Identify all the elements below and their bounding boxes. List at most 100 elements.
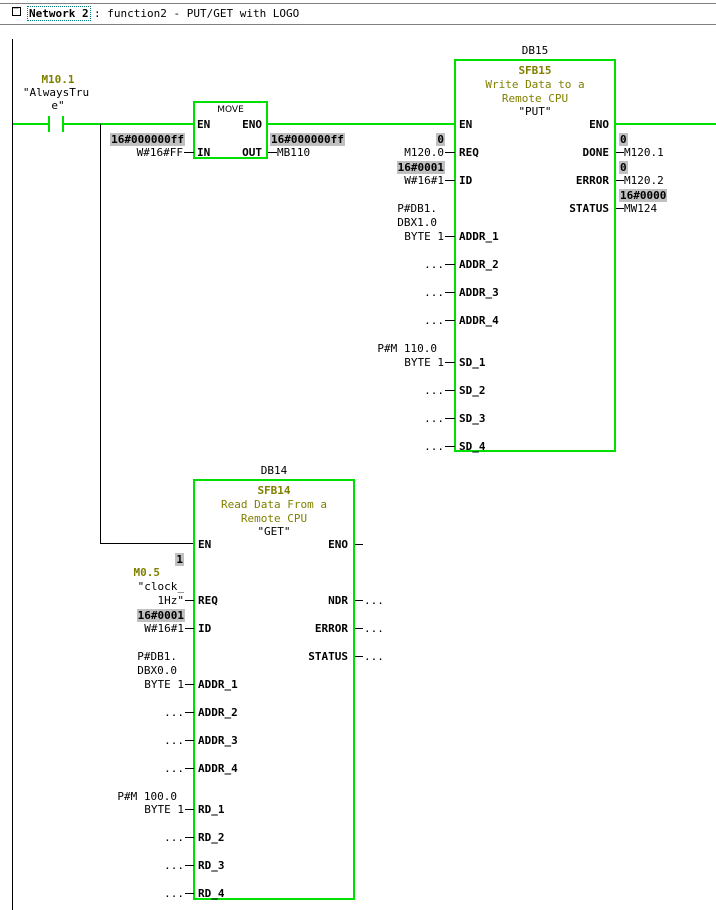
put-addr1-operand-cont[interactable]: DBX1.0 xyxy=(397,216,437,229)
get-error-operand[interactable]: ... xyxy=(364,622,384,635)
get-req-value: 1 xyxy=(175,553,184,566)
get-rd1-operand[interactable]: P#M 100.0 xyxy=(117,790,177,803)
put-eno-pin[interactable]: ENO xyxy=(589,118,609,131)
get-description: Read Data From a xyxy=(221,498,327,511)
get-ndr-pin[interactable]: NDR xyxy=(328,594,348,607)
put-status-pin[interactable]: STATUS xyxy=(569,202,609,215)
put-error-pin[interactable]: ERROR xyxy=(575,174,609,187)
move-eno-pin[interactable]: ENO xyxy=(242,118,262,131)
get-addr2-pin[interactable]: ADDR_2 xyxy=(198,706,238,719)
put-instance-db[interactable]: DB15 xyxy=(521,44,549,57)
put-sd1-operand[interactable]: P#M 110.0 xyxy=(377,342,437,355)
minus-icon: − xyxy=(13,3,20,14)
put-sd4-pin[interactable]: SD_4 xyxy=(459,440,486,453)
put-addr4-pin[interactable]: ADDR_4 xyxy=(459,314,499,327)
get-rd1-pin[interactable]: RD_1 xyxy=(198,803,225,816)
move-out-pin[interactable]: OUT xyxy=(242,146,262,159)
move-out-operand[interactable]: MB110 xyxy=(277,146,311,159)
contact-symbol-cont: e" xyxy=(51,99,65,112)
get-addr4-operand[interactable]: ... xyxy=(164,762,184,775)
put-sd1-operand-len[interactable]: BYTE 1 xyxy=(404,356,444,369)
put-description-cont: Remote CPU xyxy=(501,92,569,105)
get-req-address[interactable]: M0.5 xyxy=(133,566,161,579)
put-status-operand[interactable]: MW124 xyxy=(624,202,658,215)
get-addr1-operand-len[interactable]: BYTE 1 xyxy=(144,678,184,691)
get-error-pin[interactable]: ERROR xyxy=(314,622,348,635)
put-sd1-pin[interactable]: SD_1 xyxy=(459,356,486,369)
move-out-value: 16#000000ff xyxy=(270,133,345,146)
put-sd2-operand[interactable]: ... xyxy=(424,384,444,397)
get-addr3-pin[interactable]: ADDR_3 xyxy=(198,734,238,747)
put-id-operand[interactable]: W#16#1 xyxy=(404,174,444,187)
get-status-pin[interactable]: STATUS xyxy=(308,650,348,663)
get-symbol: "GET" xyxy=(257,525,291,538)
put-done-value: 0 xyxy=(619,133,628,146)
get-eno-pin[interactable]: ENO xyxy=(328,538,348,551)
get-addr1-operand[interactable]: P#DB1. xyxy=(137,650,177,663)
get-req-pin[interactable]: REQ xyxy=(198,594,218,607)
put-sfb-number: SFB15 xyxy=(518,64,552,77)
get-req-symbol-cont[interactable]: 1Hz" xyxy=(157,594,185,607)
put-req-pin[interactable]: REQ xyxy=(459,146,479,159)
get-addr4-pin[interactable]: ADDR_4 xyxy=(198,762,238,775)
get-block[interactable] xyxy=(193,479,355,900)
get-addr1-pin[interactable]: ADDR_1 xyxy=(198,678,238,691)
get-rd2-operand[interactable]: ... xyxy=(164,831,184,844)
put-addr4-operand[interactable]: ... xyxy=(424,314,444,327)
get-rd3-operand[interactable]: ... xyxy=(164,859,184,872)
get-rd4-operand[interactable]: ... xyxy=(164,887,184,900)
put-id-value: 16#0001 xyxy=(396,161,445,174)
get-req-symbol[interactable]: "clock_ xyxy=(137,580,184,593)
collapse-toggle[interactable] xyxy=(12,7,21,16)
put-addr1-pin[interactable]: ADDR_1 xyxy=(459,230,499,243)
get-instance-db[interactable]: DB14 xyxy=(260,464,288,477)
put-sd3-operand[interactable]: ... xyxy=(424,412,444,425)
move-en-pin[interactable]: EN xyxy=(197,118,211,131)
put-block[interactable] xyxy=(454,59,616,452)
get-sfb-number: SFB14 xyxy=(257,484,291,497)
get-rd3-pin[interactable]: RD_3 xyxy=(198,859,225,872)
put-sd2-pin[interactable]: SD_2 xyxy=(459,384,486,397)
get-addr1-operand-cont[interactable]: DBX0.0 xyxy=(137,664,177,677)
put-sd3-pin[interactable]: SD_3 xyxy=(459,412,486,425)
get-addr2-operand[interactable]: ... xyxy=(164,706,184,719)
put-done-pin[interactable]: DONE xyxy=(582,146,610,159)
contact-symbol: "AlwaysTru xyxy=(22,86,90,99)
network-label[interactable]: Network 2 xyxy=(27,6,91,21)
put-en-pin[interactable]: EN xyxy=(459,118,473,131)
get-id-operand[interactable]: W#16#1 xyxy=(144,622,184,635)
get-description-cont: Remote CPU xyxy=(240,512,308,525)
get-rd1-operand-len[interactable]: BYTE 1 xyxy=(144,803,184,816)
get-en-pin[interactable]: EN xyxy=(198,538,212,551)
move-in-value: 16#000000ff xyxy=(110,133,185,146)
put-id-pin[interactable]: ID xyxy=(459,174,473,187)
left-power-rail xyxy=(12,39,13,910)
put-req-value: 0 xyxy=(436,133,445,146)
put-addr3-pin[interactable]: ADDR_3 xyxy=(459,286,499,299)
get-rd4-pin[interactable]: RD_4 xyxy=(198,887,225,900)
put-addr3-operand[interactable]: ... xyxy=(424,286,444,299)
put-description: Write Data to a xyxy=(485,78,585,91)
contact-right-plate[interactable] xyxy=(62,116,64,132)
move-in-operand[interactable]: W#16#FF xyxy=(136,146,183,159)
get-id-value: 16#0001 xyxy=(136,609,185,622)
put-addr2-operand[interactable]: ... xyxy=(424,258,444,271)
get-addr3-operand[interactable]: ... xyxy=(164,734,184,747)
put-req-operand[interactable]: M120.0 xyxy=(404,146,444,159)
move-block[interactable] xyxy=(193,101,268,159)
network-title[interactable]: : function2 - PUT/GET with LOGO xyxy=(94,7,300,20)
put-sd4-operand[interactable]: ... xyxy=(424,440,444,453)
put-status-value: 16#0000 xyxy=(619,189,668,202)
put-addr1-operand[interactable]: P#DB1. xyxy=(397,202,437,215)
move-in-pin[interactable]: IN xyxy=(197,146,211,159)
get-status-operand[interactable]: ... xyxy=(364,650,384,663)
get-rd2-pin[interactable]: RD_2 xyxy=(198,831,225,844)
put-addr1-operand-len[interactable]: BYTE 1 xyxy=(404,230,444,243)
move-block-name: MOVE xyxy=(217,105,244,115)
get-ndr-operand[interactable]: ... xyxy=(364,594,384,607)
get-id-pin[interactable]: ID xyxy=(198,622,212,635)
put-addr2-pin[interactable]: ADDR_2 xyxy=(459,258,499,271)
put-done-operand[interactable]: M120.1 xyxy=(624,146,664,159)
put-error-operand[interactable]: M120.2 xyxy=(624,174,664,187)
contact-left-plate[interactable] xyxy=(48,116,50,132)
